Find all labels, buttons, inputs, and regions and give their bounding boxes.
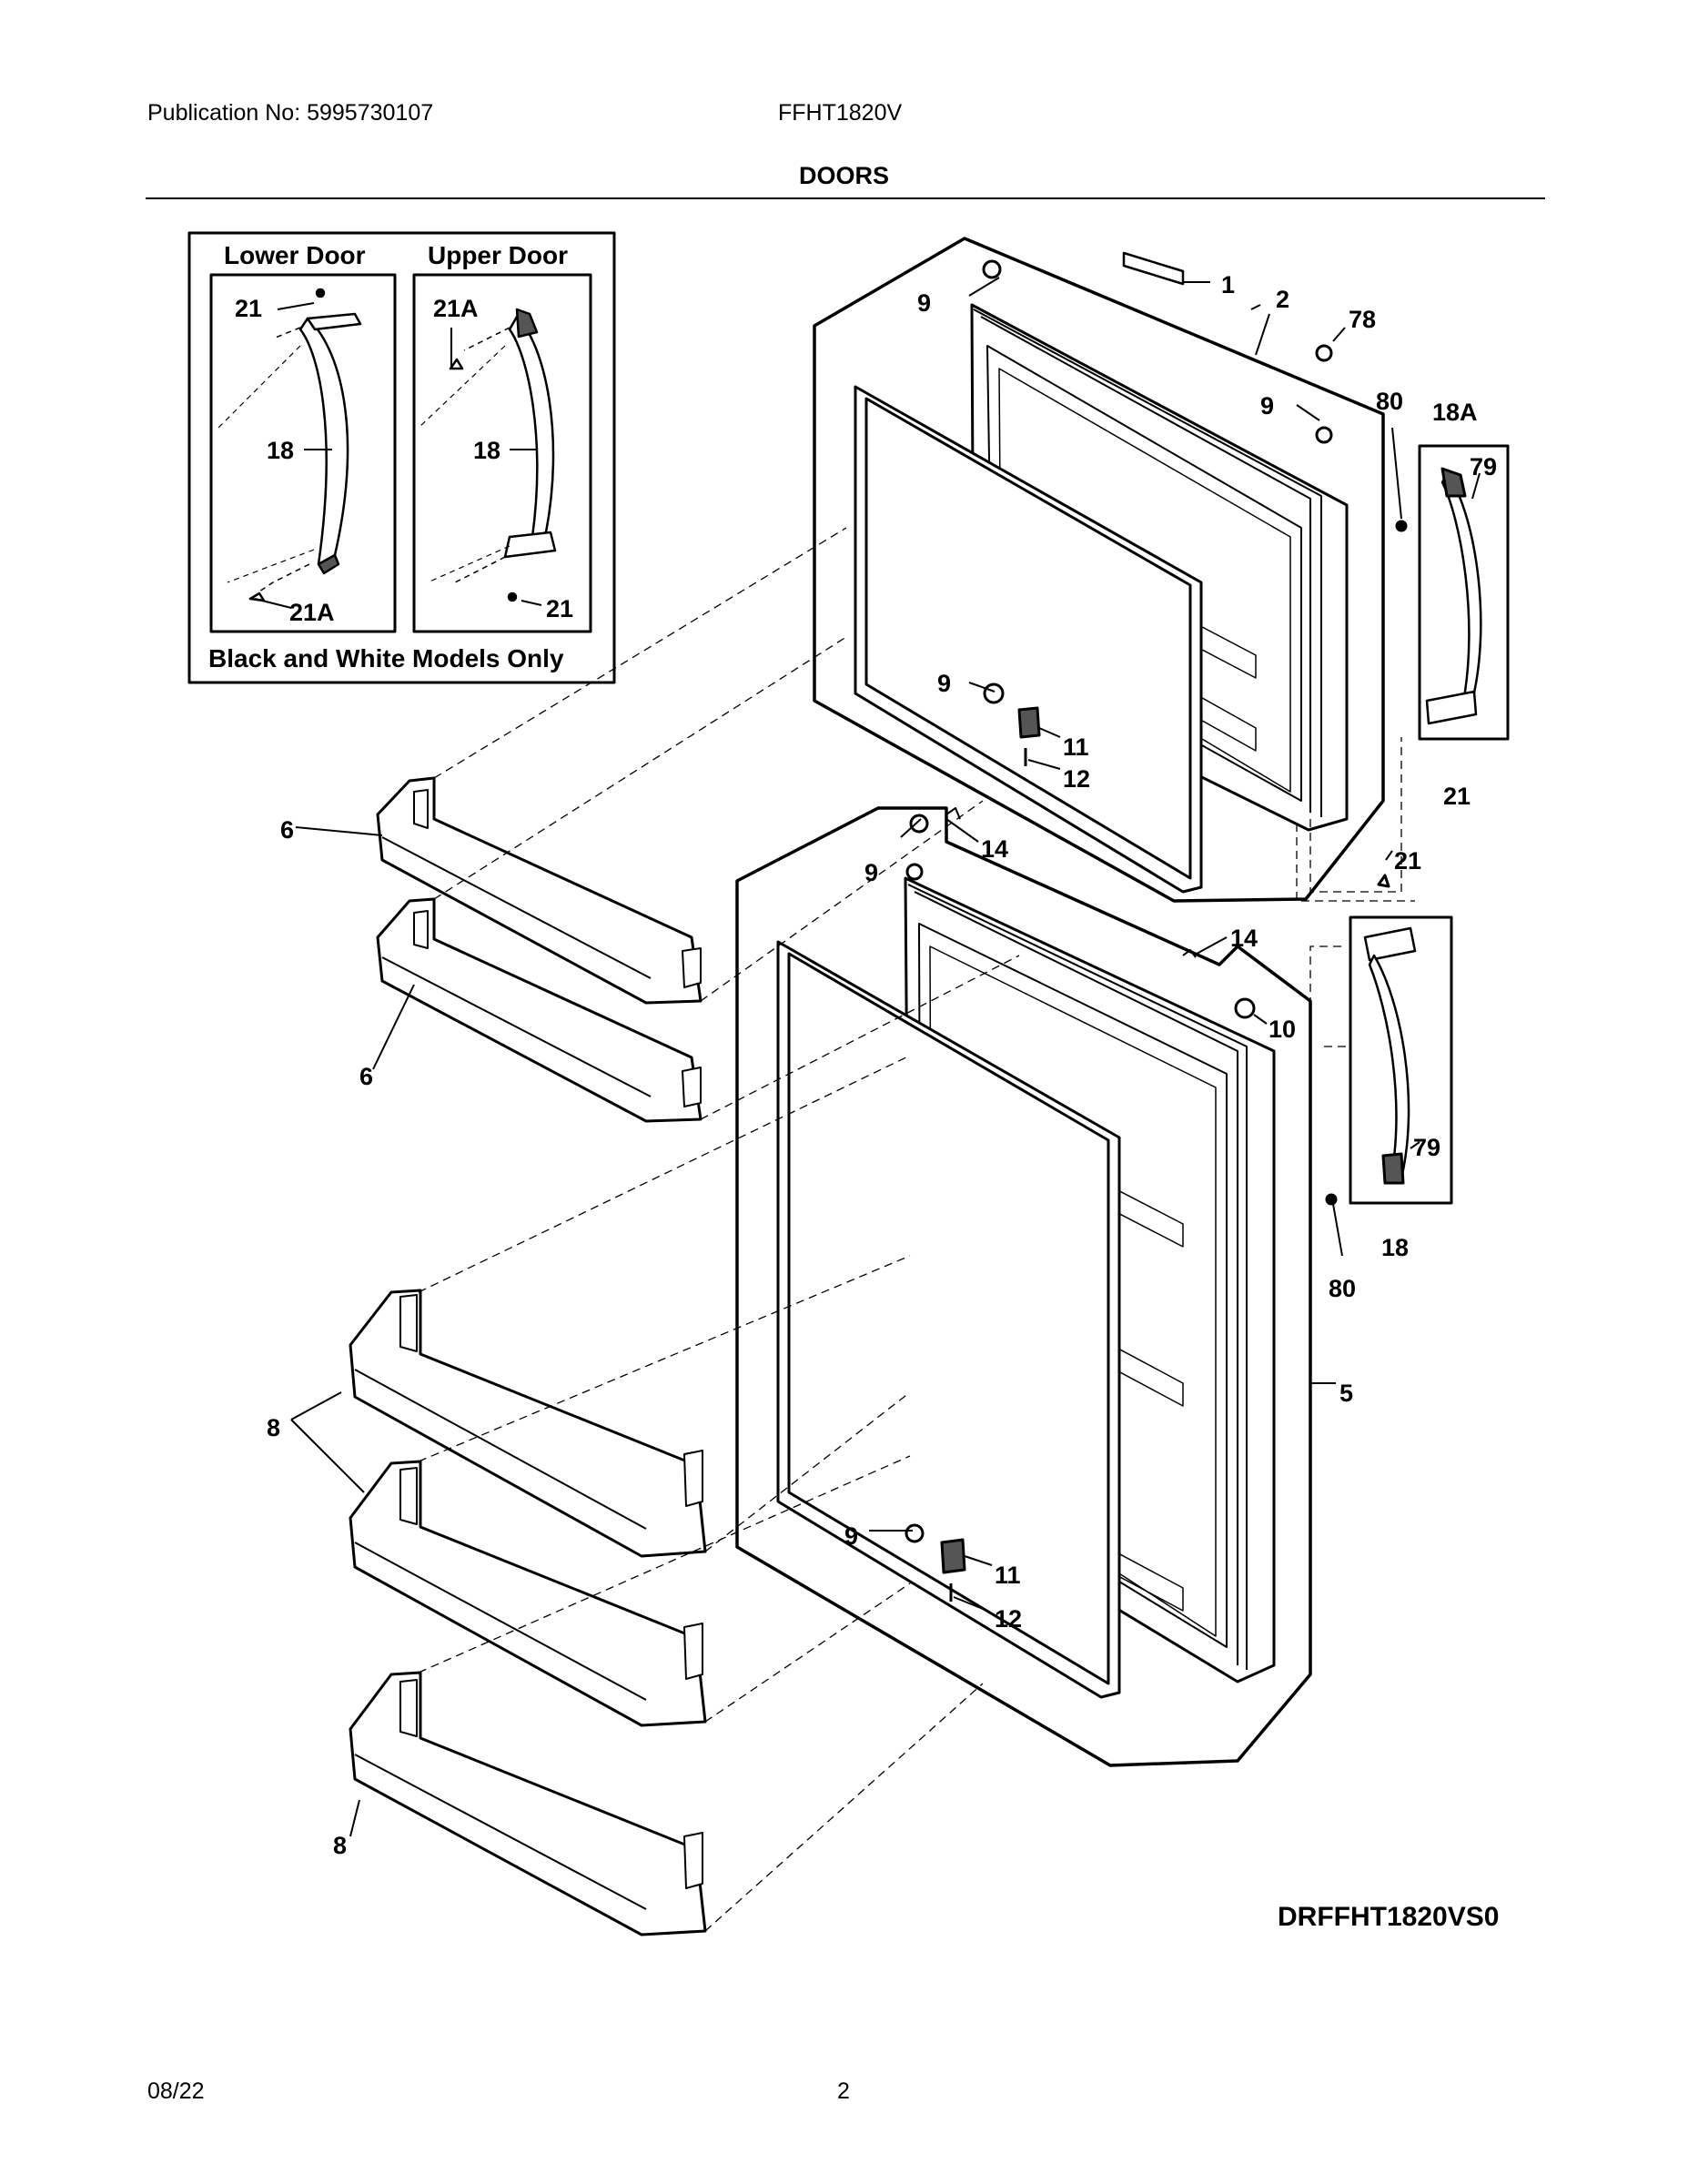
callout-label: 12 xyxy=(1063,765,1090,793)
callout-label: 21 xyxy=(1443,783,1471,810)
inset-handle-detail xyxy=(187,231,616,684)
callout-label: 11 xyxy=(1063,733,1089,761)
page-number: 2 xyxy=(837,2078,850,2104)
inset-caption: Black and White Models Only xyxy=(208,644,564,672)
callout-label: 21 xyxy=(1394,847,1421,875)
lower-handle-18 xyxy=(1325,874,1453,1206)
callout-label: 1 xyxy=(1221,271,1235,298)
upper-door-title: Upper Door xyxy=(428,241,568,269)
inset-text: Lower Door Upper Door Black and White Mo… xyxy=(208,241,573,672)
inset-lower-label-21a: 21A xyxy=(289,599,335,626)
drawing-code: DRFFHT1820VS0 xyxy=(1278,1902,1500,1932)
callout-label: 12 xyxy=(995,1605,1022,1633)
lower-door-title: Lower Door xyxy=(224,241,366,269)
callout-label: 9 xyxy=(937,670,951,697)
inset-upper-label-21: 21 xyxy=(546,595,573,622)
callout-label: 8 xyxy=(333,1832,347,1859)
upper-door-assembly xyxy=(813,237,1385,903)
callout-label: 8 xyxy=(267,1414,280,1441)
callout-label: 9 xyxy=(844,1522,858,1550)
callout-labels: 1 2 78 9 9 80 18A 79 21 9 11 12 9 14 21 … xyxy=(267,271,1497,1859)
footer-date: 08/22 xyxy=(147,2078,205,2104)
callout-label: 80 xyxy=(1376,388,1403,415)
inset-lower-label-21: 21 xyxy=(235,295,262,322)
inset-lower-handle xyxy=(217,288,362,602)
callout-label: 79 xyxy=(1413,1134,1440,1161)
assembly-lines xyxy=(418,527,1415,1932)
lower-door-assembly xyxy=(735,806,1312,1767)
door-bins xyxy=(349,776,707,1936)
inset-upper-label-18: 18 xyxy=(473,437,500,464)
callout-label: 79 xyxy=(1470,453,1497,480)
inset-upper-label-21a: 21A xyxy=(433,295,479,322)
callout-label: 11 xyxy=(995,1562,1021,1589)
inset-lower-label-18: 18 xyxy=(267,437,294,464)
callout-label: 10 xyxy=(1269,1016,1296,1043)
inset-upper-handle xyxy=(418,308,557,602)
callout-label: 5 xyxy=(1339,1380,1353,1407)
callout-label: 14 xyxy=(981,835,1008,863)
section-title: DOORS xyxy=(798,162,889,189)
callout-label: 18 xyxy=(1381,1234,1409,1261)
callout-label: 80 xyxy=(1329,1275,1356,1302)
callout-label: 14 xyxy=(1230,925,1258,952)
publication-number: Publication No: 5995730107 xyxy=(147,100,434,126)
leader-lines xyxy=(254,277,1481,1837)
header-divider xyxy=(146,197,1545,199)
callout-label: 9 xyxy=(1260,392,1274,420)
callout-label: 18A xyxy=(1432,399,1478,426)
model-number: FFHT1820V xyxy=(778,100,903,126)
callout-label: 6 xyxy=(280,816,294,844)
callout-label: 9 xyxy=(864,859,878,886)
callout-label: 9 xyxy=(917,289,931,317)
callout-label: 2 xyxy=(1276,286,1289,313)
callout-label: 78 xyxy=(1349,306,1376,333)
upper-handle-18a xyxy=(1395,444,1510,741)
callout-label: 6 xyxy=(359,1063,373,1090)
